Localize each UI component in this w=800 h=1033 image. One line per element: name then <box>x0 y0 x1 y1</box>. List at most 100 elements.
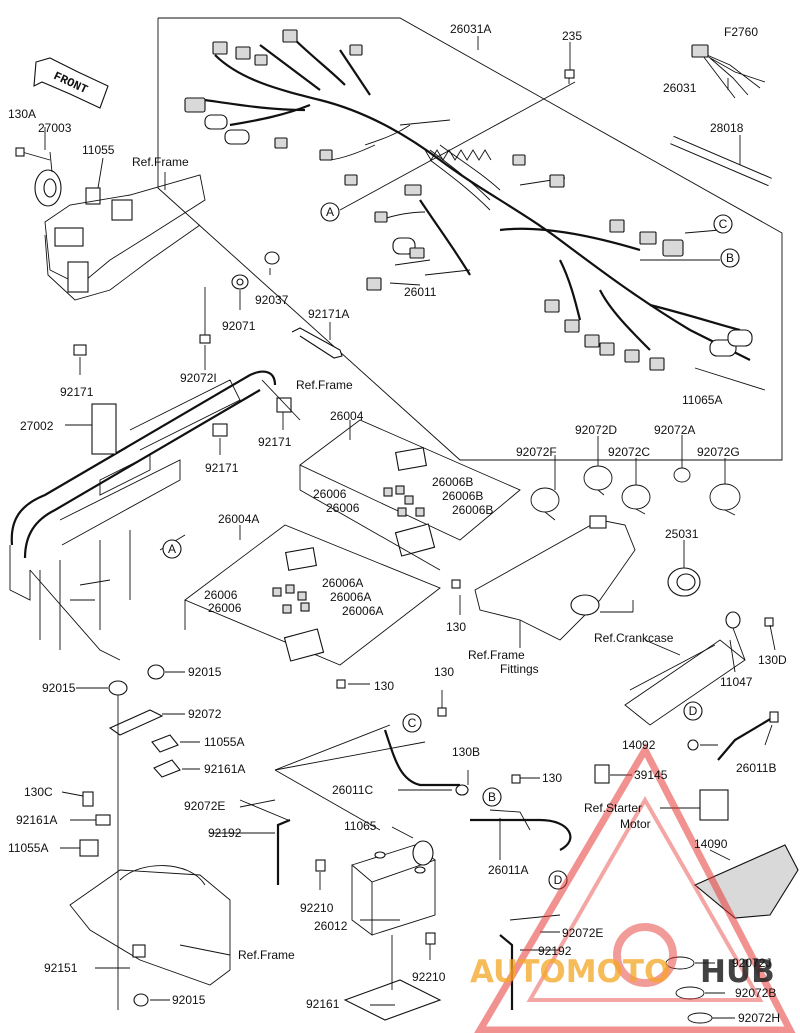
callout-d-label: D <box>689 704 698 718</box>
callout-a-1: A <box>320 202 340 222</box>
cap-11065 <box>412 840 434 866</box>
label-25031: 25031 <box>665 527 699 541</box>
sub-harness-26031 <box>691 44 766 99</box>
callout-c-label: C <box>719 217 728 231</box>
crankcase <box>624 611 774 726</box>
label-92171-3: 92171 <box>205 461 239 475</box>
label-27003: 27003 <box>38 121 72 135</box>
label-26006B-1: 26006B <box>432 475 473 489</box>
label-130-3: 130 <box>434 665 454 679</box>
label-ref-frame-2: Ref.Frame <box>296 378 353 392</box>
label-F2760: F2760 <box>724 25 758 39</box>
label-92015-1: 92015 <box>188 665 222 679</box>
label-11065A: 11065A <box>682 393 722 407</box>
label-92072B: 92072B <box>735 986 776 1000</box>
leader-lines <box>44 36 776 1019</box>
label-26006B-3: 26006B <box>452 503 493 517</box>
callout-d-1: D <box>683 701 703 721</box>
horn-27003 <box>15 147 101 207</box>
tie-92072I <box>199 287 211 344</box>
callout-a-label: A <box>326 205 334 219</box>
label-130-1: 130 <box>446 620 466 634</box>
clips-92210 <box>315 859 436 945</box>
watermark-logo: AUTOMOTO HUB <box>470 742 796 1033</box>
fuse-box-26004-panel <box>299 419 521 557</box>
label-27002: 27002 <box>20 419 54 433</box>
callout-a-2: A <box>162 539 182 559</box>
label-26011: 26011 <box>404 285 437 299</box>
label-92161A-2: 92161A <box>16 813 57 827</box>
label-11047: 11047 <box>720 675 753 689</box>
main-frame <box>9 370 301 661</box>
label-92210-1: 92210 <box>300 901 334 915</box>
label-92161: 92161 <box>306 997 340 1011</box>
label-11055A-1: 11055A <box>204 735 244 749</box>
label-92210-2: 92210 <box>412 970 446 984</box>
label-92071: 92071 <box>222 319 256 333</box>
label-26012: 26012 <box>314 919 348 933</box>
main-harness-panel <box>157 17 783 461</box>
bolt-235 <box>564 69 575 84</box>
label-92072I: 92072I <box>180 371 217 385</box>
label-92072E-2: 92072E <box>562 926 603 940</box>
label-26006B-2: 26006B <box>442 489 483 503</box>
main-harness-26031A <box>184 29 753 371</box>
label-92072A: 92072A <box>654 423 695 437</box>
label-26011A: 26011A <box>488 863 528 877</box>
label-ref-starter-2: Motor <box>620 817 651 831</box>
label-235: 235 <box>562 29 582 43</box>
callout-c-1: C <box>713 214 733 234</box>
label-26006-2: 26006 <box>326 501 360 515</box>
cable-26011A <box>470 774 572 851</box>
watermark-text-1: AUTOMOTO <box>470 954 670 990</box>
label-130B: 130B <box>452 745 480 759</box>
callout-c-label: C <box>408 716 417 730</box>
socket-25031 <box>667 567 701 597</box>
label-26031: 26031 <box>663 81 697 95</box>
label-130D: 130D <box>758 653 787 667</box>
label-26011B: 26011B <box>736 761 776 775</box>
label-26006A-1: 26006A <box>322 576 363 590</box>
front-arrow: FRONT <box>33 57 109 109</box>
bracket-92171A <box>291 327 343 359</box>
frame-fittings <box>474 515 636 641</box>
ties-group <box>530 465 741 521</box>
label-92072H: 92072H <box>738 1011 780 1025</box>
label-26006-1: 26006 <box>313 487 347 501</box>
label-92161A-1: 92161A <box>204 762 245 776</box>
callout-b-label: B <box>726 251 734 265</box>
label-26006A-3: 26006A <box>342 604 383 618</box>
label-92192-2: 92192 <box>538 944 572 958</box>
label-92015-2: 92015 <box>42 681 76 695</box>
label-130A: 130A <box>8 107 36 121</box>
label-92072F: 92072F <box>516 445 557 459</box>
label-ref-frame-fittings-2: Fittings <box>500 662 539 676</box>
callout-c-2: C <box>402 713 422 733</box>
label-26006A-2: 26006A <box>330 590 371 604</box>
battery-26012 <box>343 844 442 1021</box>
callout-b-1: B <box>720 248 740 268</box>
label-92072D: 92072D <box>575 423 617 437</box>
label-ref-frame-1: Ref.Frame <box>132 155 189 169</box>
label-92171-1: 92171 <box>60 385 94 399</box>
label-11065: 11065 <box>344 819 377 833</box>
starter-relay <box>594 711 779 821</box>
clip-92171-a <box>73 344 87 356</box>
upper-frame <box>44 174 206 301</box>
label-92072C: 92072C <box>608 445 650 459</box>
label-39145: 39145 <box>634 768 668 782</box>
bolt-130-a <box>451 579 461 589</box>
label-92151: 92151 <box>44 961 78 975</box>
label-26004A: 26004A <box>218 512 259 526</box>
cable-92192 <box>239 799 561 1010</box>
fuse-box-26004A-panel <box>184 524 441 666</box>
label-26006-3: 26006 <box>204 588 238 602</box>
label-ref-crankcase: Ref.Crankcase <box>594 631 674 645</box>
lower-left-parts <box>69 664 231 1010</box>
callout-b-label: B <box>488 790 496 804</box>
cable-26011C <box>383 707 469 796</box>
callout-a-label: A <box>168 542 176 556</box>
label-92192-1: 92192 <box>208 826 242 840</box>
tube-28018 <box>670 135 772 187</box>
